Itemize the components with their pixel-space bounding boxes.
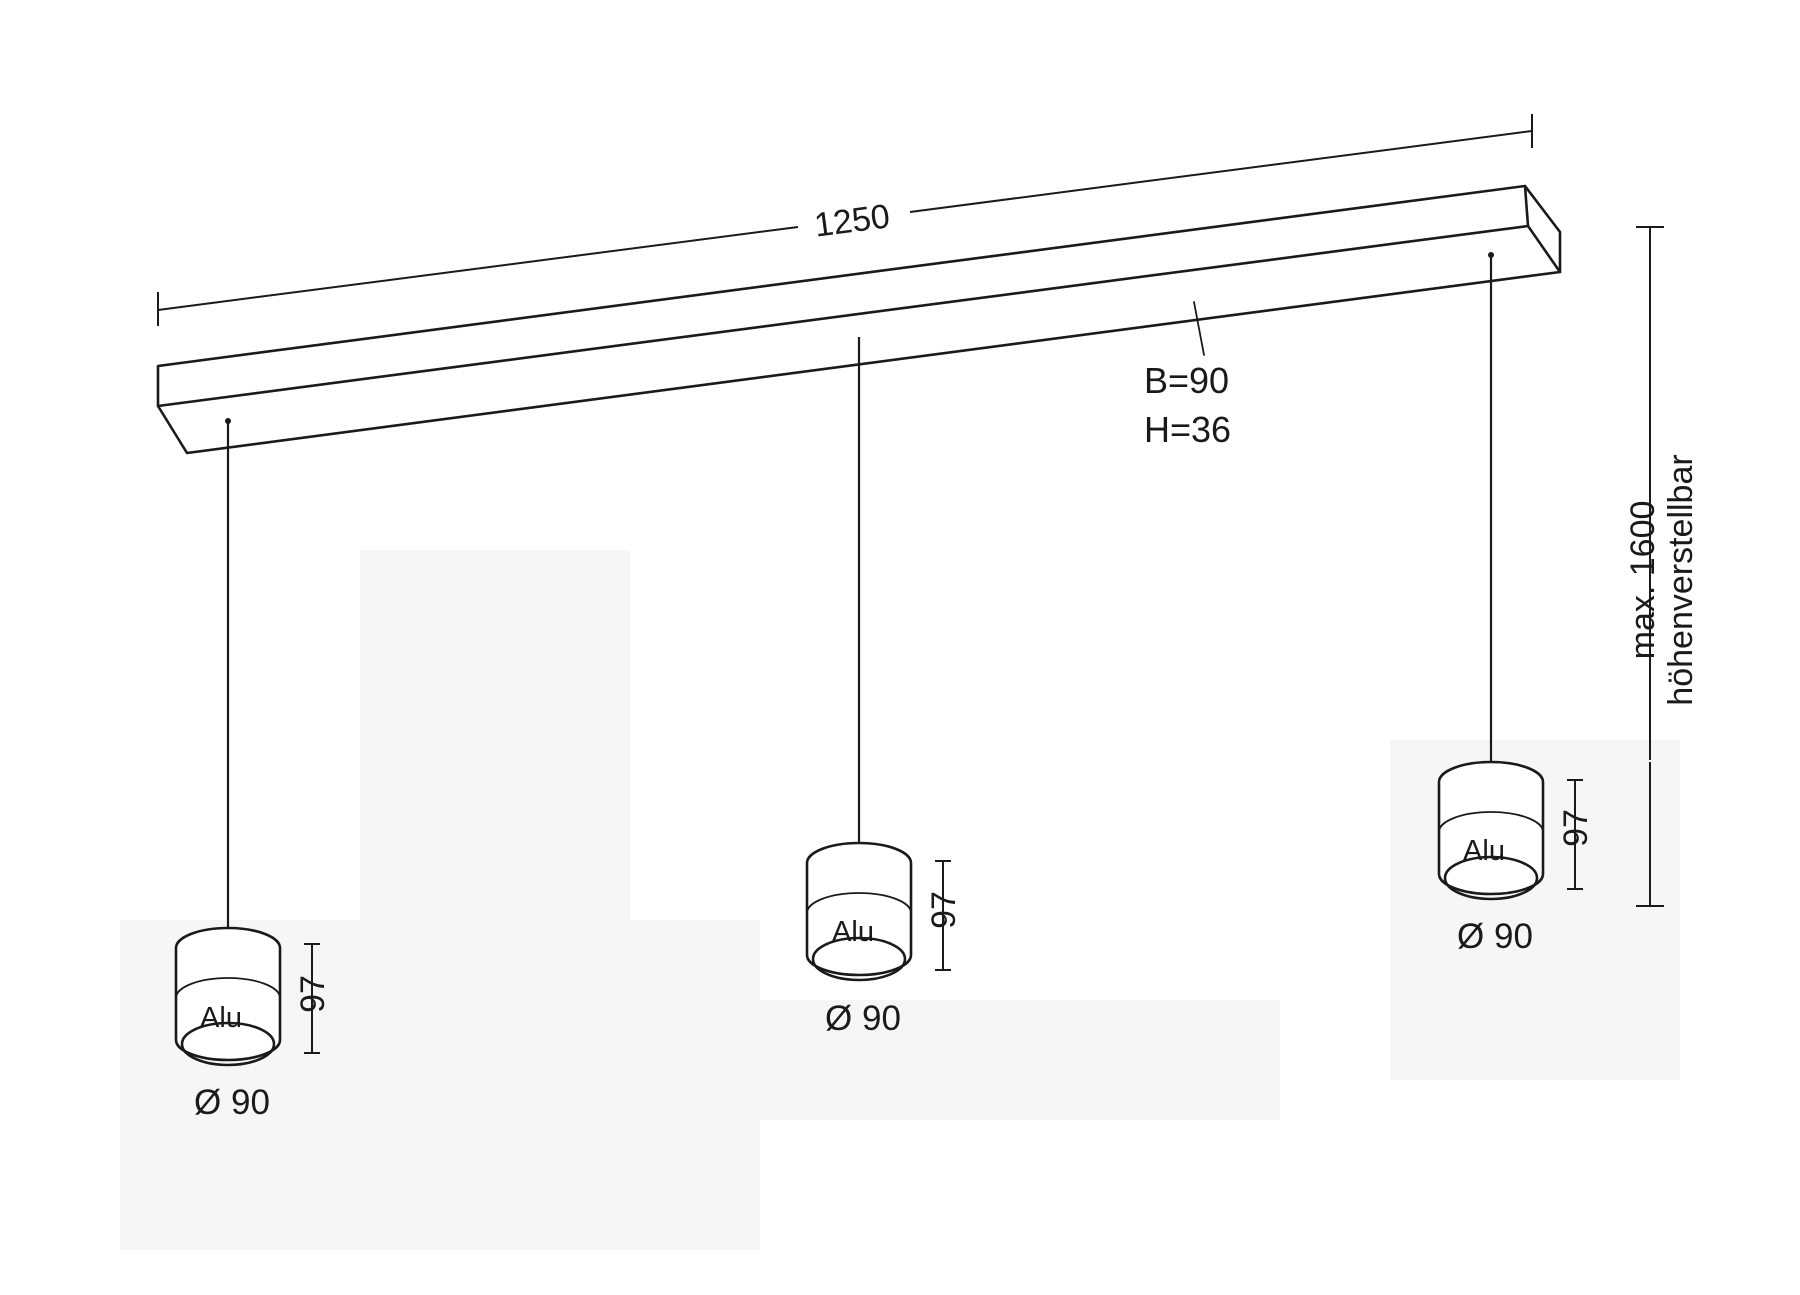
pendant-3-lens [1443,855,1539,901]
background-patch [360,550,630,920]
length-label: 1250 [812,197,892,244]
pendant-3-height-label: 97 [1557,809,1595,847]
rail-height-label: H=36 [1144,409,1231,450]
ceiling-rail-end-bottom [1526,224,1562,274]
pendant-3-band-line [1438,811,1544,833]
pendant-3: Alu 97 Ø 90 [1437,252,1595,956]
suspension-label-group: max. 1600 höhenverstellbar [1624,454,1700,705]
pendant-1-height-label: 97 [294,975,332,1013]
ceiling-rail-end-edge [1523,184,1530,228]
pendant-2-material-label: Alu [832,916,874,948]
pendant-3-diameter-label: Ø 90 [1457,917,1533,956]
length-dimension: 1250 [157,114,1533,326]
suspension-note-label: höhenverstellbar [1662,454,1700,705]
pendant-2-band-line [806,892,912,914]
pendant-2: Alu 97 Ø 90 [805,337,963,1038]
pendant-1-diameter-label: Ø 90 [194,1083,270,1122]
pendant-1-lens [180,1021,276,1067]
pendant-1-body [174,926,282,1062]
rail-width-label: B=90 [1144,360,1229,401]
length-dimension-line-right [909,130,1533,213]
pendant-2-lens [811,936,907,982]
rail-dimension-leader [1193,301,1205,356]
pendant-1-band-line [175,977,281,999]
background-patch [760,1000,1280,1120]
ceiling-rail-front-edge [156,224,1530,408]
suspension-max-label: max. 1600 [1624,501,1662,660]
pendant-3-body [1437,760,1545,896]
length-dimension-line-left [157,226,799,311]
pendant-3-material-label: Alu [1463,835,1505,867]
suspension-dimension: max. 1600 höhenverstellbar [1624,226,1700,907]
pendant-1-material-label: Alu [200,1002,242,1034]
pendant-1: Alu 97 Ø 90 [174,418,332,1122]
pendant-2-height-label: 97 [925,891,963,929]
pendant-2-diameter-label: Ø 90 [825,999,901,1038]
ceiling-rail: B=90 H=36 [156,184,1562,455]
pendant-2-body [805,841,913,977]
